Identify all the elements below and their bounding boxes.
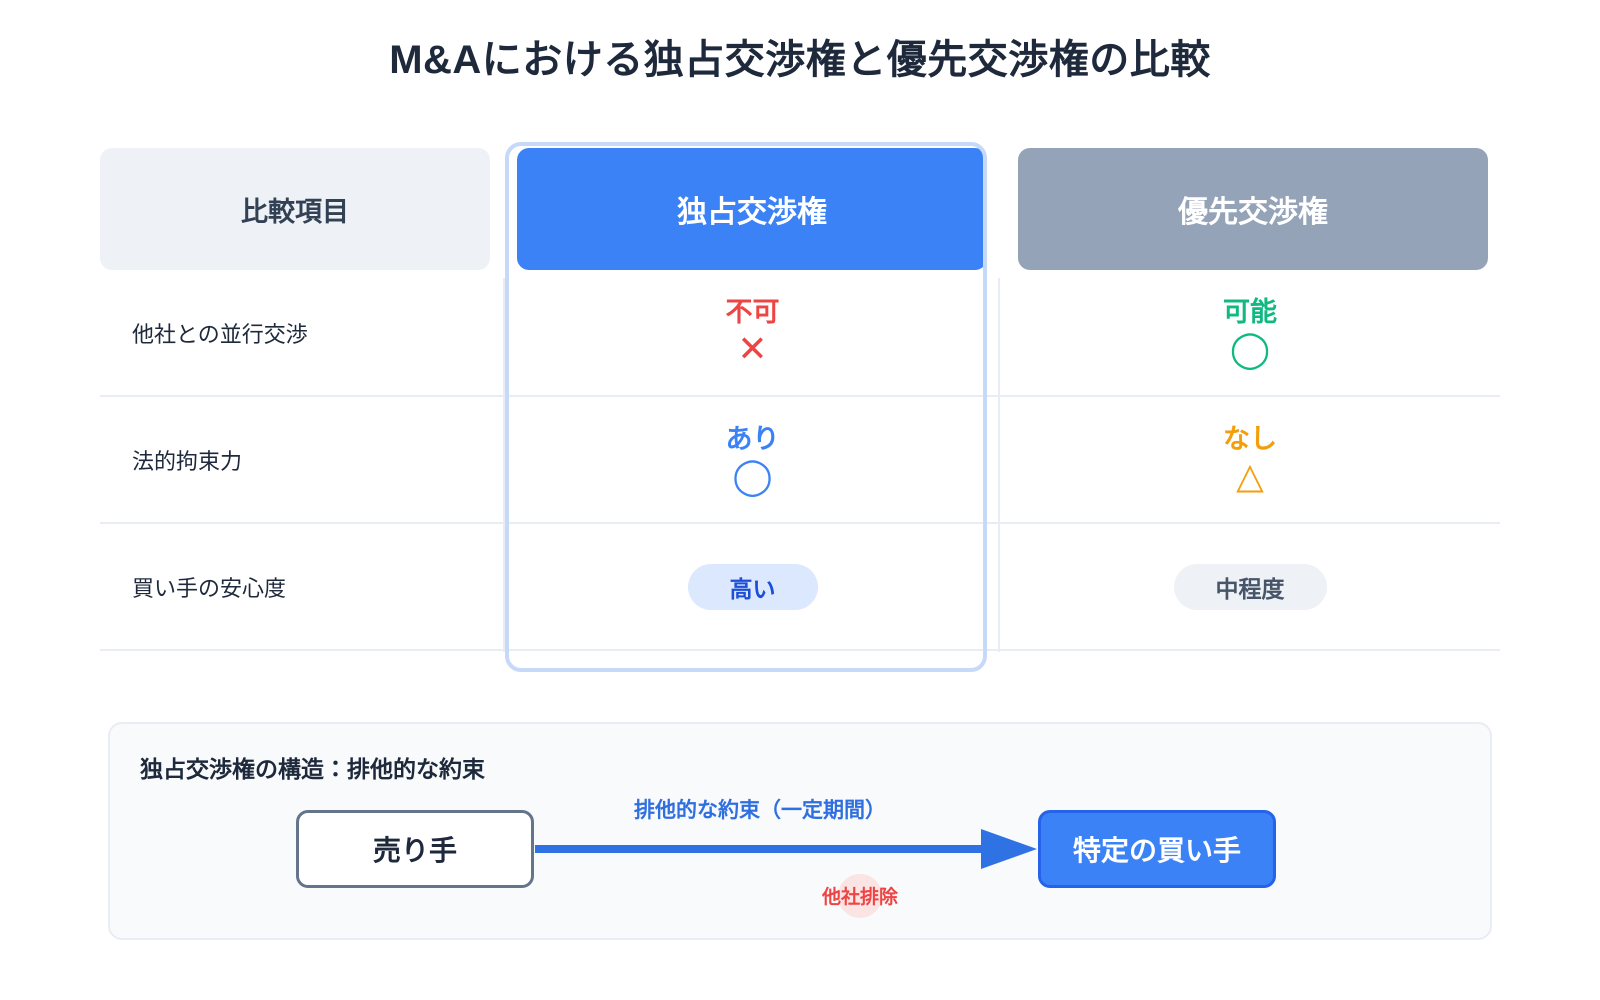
header-exclusive-label: 独占交渉権 bbox=[517, 148, 987, 270]
exclude-circle-icon bbox=[838, 874, 882, 918]
cell-priority-legal-binding: なし △ bbox=[1000, 397, 1500, 522]
exclusivity-diagram: 売り手 排他的な約束（一定期間） 他社排除 特定の買い手 bbox=[110, 799, 1490, 930]
cell-exclusive-parallel-negotiation: 不可 ✕ bbox=[505, 270, 1000, 395]
table-row: 他社との並行交渉 不可 ✕ 可能 ◯ bbox=[100, 270, 1500, 397]
structure-panel: 独占交渉権の構造：排他的な約束 売り手 排他的な約束（一定期間） 他社排除 特定… bbox=[108, 722, 1492, 940]
header-priority-label: 優先交渉権 bbox=[1018, 148, 1488, 270]
column-divider-left bbox=[503, 278, 505, 652]
node-specific-buyer: 特定の買い手 bbox=[1038, 810, 1276, 888]
cell-priority-buyer-confidence: 中程度 bbox=[1000, 524, 1500, 649]
status-badge: 高い bbox=[687, 563, 818, 610]
row-label: 他社との並行交渉 bbox=[132, 321, 308, 347]
node-seller: 売り手 bbox=[296, 810, 534, 888]
value-text: あり bbox=[725, 424, 780, 455]
comparison-table: 比較項目 独占交渉権 優先交渉権 他社との並行交渉 不可 ✕ 可能 ◯ 法的拘束… bbox=[100, 142, 1500, 672]
table-row: 買い手の安心度 高い 中程度 bbox=[100, 524, 1500, 651]
exclude-badge: 他社排除 bbox=[750, 872, 970, 924]
header-cell-item: 比較項目 bbox=[100, 148, 505, 270]
triangle-icon: △ bbox=[1236, 455, 1264, 497]
arrow-head-icon bbox=[981, 829, 1037, 869]
row-label: 法的拘束力 bbox=[132, 448, 243, 474]
row-label: 買い手の安心度 bbox=[132, 575, 287, 601]
arrow-line bbox=[535, 845, 983, 853]
table-row: 法的拘束力 あり ◯ なし △ bbox=[100, 397, 1500, 524]
column-divider-right bbox=[998, 278, 1000, 652]
value-text: なし bbox=[1223, 424, 1277, 455]
cross-icon: ✕ bbox=[737, 328, 768, 370]
exclude-label: 他社排除 bbox=[821, 887, 898, 908]
page-title: M&Aにおける独占交渉権と優先交渉権の比較 bbox=[389, 38, 1211, 82]
cell-exclusive-legal-binding: あり ◯ bbox=[505, 397, 1000, 522]
cell-priority-parallel-negotiation: 可能 ◯ bbox=[1000, 270, 1500, 395]
header-item-label: 比較項目 bbox=[100, 148, 490, 270]
value-text: 可能 bbox=[1223, 297, 1277, 328]
panel-title: 独占交渉権の構造：排他的な約束 bbox=[140, 756, 485, 782]
header-cell-priority[interactable]: 優先交渉権 bbox=[1000, 148, 1500, 270]
table-header-row: 比較項目 独占交渉権 優先交渉権 bbox=[100, 148, 1500, 270]
cell-exclusive-buyer-confidence: 高い bbox=[505, 524, 1000, 649]
header-cell-exclusive[interactable]: 独占交渉権 bbox=[505, 148, 1000, 270]
circle-icon: ◯ bbox=[1229, 328, 1271, 370]
status-badge: 中程度 bbox=[1173, 563, 1327, 610]
circle-icon: ◯ bbox=[732, 455, 773, 497]
arrow-label: 排他的な約束（一定期間） bbox=[634, 799, 886, 822]
value-text: 不可 bbox=[725, 297, 780, 328]
